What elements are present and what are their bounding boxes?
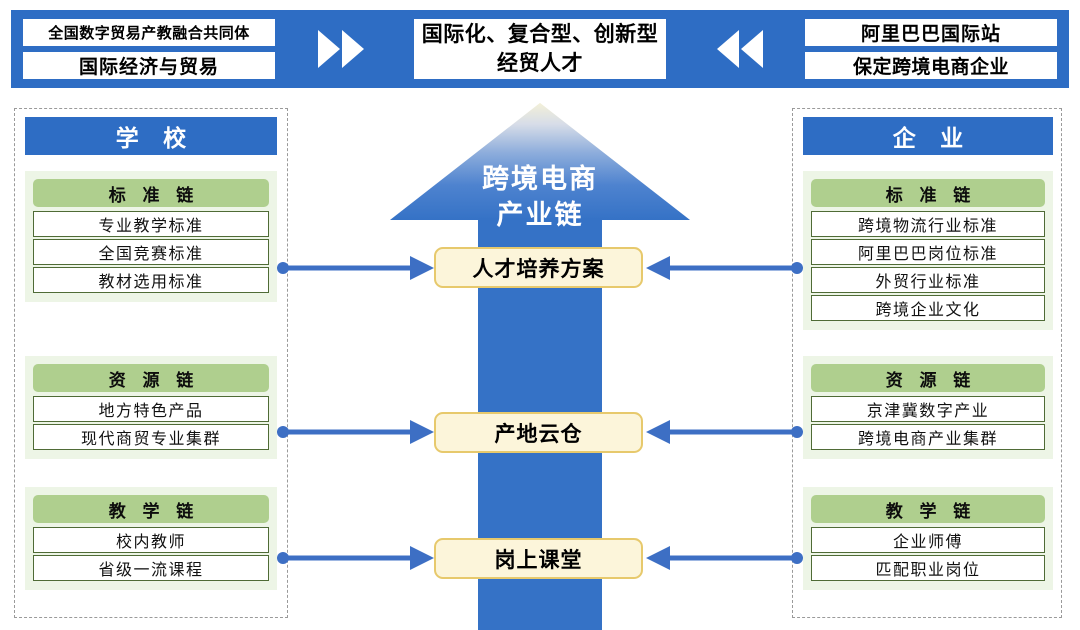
chain-item[interactable]: 企业师傅 [811, 527, 1045, 553]
double-chevron-left-icon [716, 30, 763, 68]
connector-arrowhead-left-3 [410, 546, 434, 570]
chain-title: 教 学 链 [811, 495, 1045, 523]
enterprise-chain-resource: 资 源 链 京津冀数字产业 跨境电商产业集群 [803, 356, 1053, 459]
chain-item[interactable]: 地方特色产品 [33, 396, 269, 422]
chain-title: 标 准 链 [811, 179, 1045, 207]
double-chevron-right-icon [317, 30, 364, 68]
school-panel-title: 学 校 [25, 117, 277, 155]
connector-arrowhead-left-1 [410, 256, 434, 280]
banner-left-box-1: 全国数字贸易产教融合共同体 [23, 19, 275, 46]
top-banner: 全国数字贸易产教融合共同体 国际经济与贸易 国际化、复合型、创新型经贸人才 阿里… [11, 10, 1069, 88]
banner-center-box: 国际化、复合型、创新型经贸人才 [414, 19, 666, 79]
banner-left-box-2: 国际经济与贸易 [23, 52, 275, 79]
school-panel: 学 校 标 准 链 专业教学标准 全国竞赛标准 教材选用标准 资 源 链 地方特… [14, 108, 288, 618]
banner-right-group: 阿里巴巴国际站 保定跨境电商企业 [805, 19, 1057, 79]
chain-title: 教 学 链 [33, 495, 269, 523]
connector-arrowhead-left-2 [410, 420, 434, 444]
arrow-label-line2: 产业链 [497, 199, 584, 230]
school-chain-standard: 标 准 链 专业教学标准 全国竞赛标准 教材选用标准 [25, 171, 277, 302]
enterprise-panel: 企 业 标 准 链 跨境物流行业标准 阿里巴巴岗位标准 外贸行业标准 跨境企业文… [792, 108, 1062, 618]
chain-item[interactable]: 专业教学标准 [33, 211, 269, 237]
banner-left-group: 全国数字贸易产教融合共同体 国际经济与贸易 [23, 19, 275, 79]
chain-item[interactable]: 跨境物流行业标准 [811, 211, 1045, 237]
chain-title: 资 源 链 [33, 364, 269, 392]
banner-right-box-1: 阿里巴巴国际站 [805, 19, 1057, 46]
chain-item[interactable]: 外贸行业标准 [811, 267, 1045, 293]
chain-item[interactable]: 全国竞赛标准 [33, 239, 269, 265]
chain-item[interactable]: 教材选用标准 [33, 267, 269, 293]
enterprise-chain-teaching: 教 学 链 企业师傅 匹配职业岗位 [803, 487, 1053, 590]
chain-title: 标 准 链 [33, 179, 269, 207]
chain-item[interactable]: 阿里巴巴岗位标准 [811, 239, 1045, 265]
enterprise-panel-title: 企 业 [803, 117, 1053, 155]
connector-arrowhead-right-1 [646, 256, 670, 280]
chain-title: 资 源 链 [811, 364, 1045, 392]
hub-box-origin-cloud-warehouse[interactable]: 产地云仓 [434, 412, 643, 453]
connector-arrowhead-right-2 [646, 420, 670, 444]
chain-item[interactable]: 省级一流课程 [33, 555, 269, 581]
chain-item[interactable]: 跨境电商产业集群 [811, 424, 1045, 450]
school-chain-teaching: 教 学 链 校内教师 省级一流课程 [25, 487, 277, 590]
school-chain-resource: 资 源 链 地方特色产品 现代商贸专业集群 [25, 356, 277, 459]
banner-right-box-2: 保定跨境电商企业 [805, 52, 1057, 79]
chain-item[interactable]: 跨境企业文化 [811, 295, 1045, 321]
enterprise-chain-standard: 标 准 链 跨境物流行业标准 阿里巴巴岗位标准 外贸行业标准 跨境企业文化 [803, 171, 1053, 330]
connector-arrowhead-right-3 [646, 546, 670, 570]
chain-item[interactable]: 京津冀数字产业 [811, 396, 1045, 422]
hub-box-talent-plan[interactable]: 人才培养方案 [434, 247, 643, 288]
hub-box-on-post-classroom[interactable]: 岗上课堂 [434, 538, 643, 579]
chain-item[interactable]: 现代商贸专业集群 [33, 424, 269, 450]
chain-item[interactable]: 校内教师 [33, 527, 269, 553]
arrow-label-line1: 跨境电商 [482, 164, 598, 194]
chain-item[interactable]: 匹配职业岗位 [811, 555, 1045, 581]
